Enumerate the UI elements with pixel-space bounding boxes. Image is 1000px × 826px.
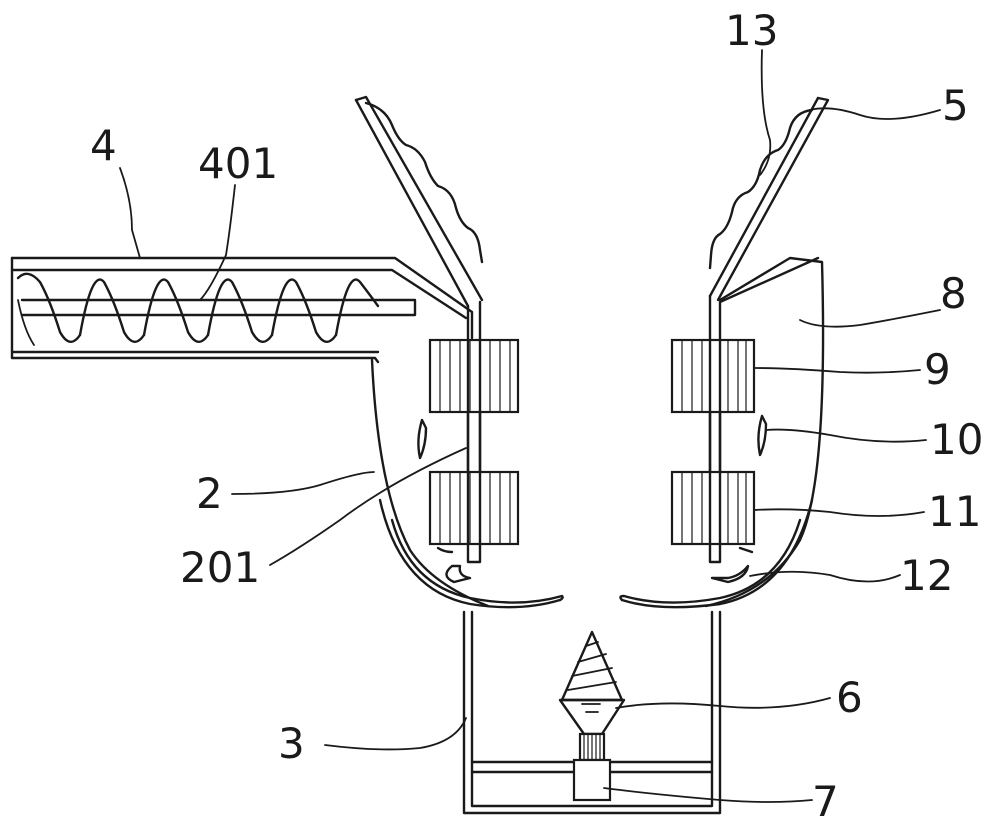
- grinding-drum-2: [370, 256, 825, 609]
- label-3: 3: [278, 719, 305, 768]
- label-2: 2: [196, 469, 223, 518]
- screw-blade-401: [16, 272, 380, 346]
- label-401: 401: [198, 139, 278, 188]
- grinding-roller-left-upper: [428, 338, 520, 414]
- label-8: 8: [940, 269, 967, 318]
- label-7: 7: [812, 777, 839, 826]
- label-5: 5: [942, 81, 969, 130]
- label-10: 10: [930, 415, 983, 464]
- reference-labels: 4 401 13 5 8 9 10 11 12 2 201 6 3 7: [90, 6, 983, 826]
- left-hopper-plate: [354, 95, 484, 308]
- right-hopper-plate-5: [708, 96, 830, 302]
- label-4: 4: [90, 121, 117, 170]
- label-201: 201: [180, 543, 260, 592]
- label-12: 12: [900, 551, 953, 600]
- label-13: 13: [725, 6, 778, 55]
- leader-lines: [119, 49, 941, 803]
- grinding-roller-left-lower: [428, 470, 520, 546]
- grinding-roller-9: [670, 338, 756, 414]
- label-6: 6: [836, 673, 863, 722]
- motor-7: [572, 732, 612, 802]
- label-11: 11: [928, 487, 981, 536]
- screw-conveyor-4: [10, 256, 474, 364]
- label-9: 9: [924, 345, 951, 394]
- crushing-cone-6: [558, 630, 626, 736]
- grinding-roller-11: [670, 470, 756, 546]
